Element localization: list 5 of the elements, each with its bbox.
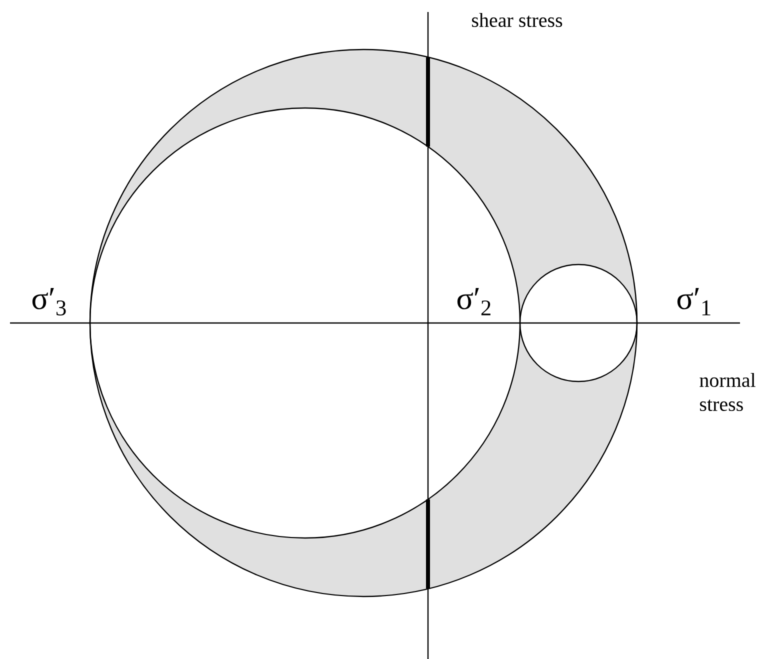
axis-label: shear stress — [472, 12, 562, 28]
axis-label: σ′$_{1}$ — [677, 288, 710, 316]
axis-label: normal stress — [700, 372, 756, 412]
axis-label: σ′$_{2}$ — [457, 288, 490, 316]
axis-label: σ′$_{3}$ — [32, 288, 66, 316]
